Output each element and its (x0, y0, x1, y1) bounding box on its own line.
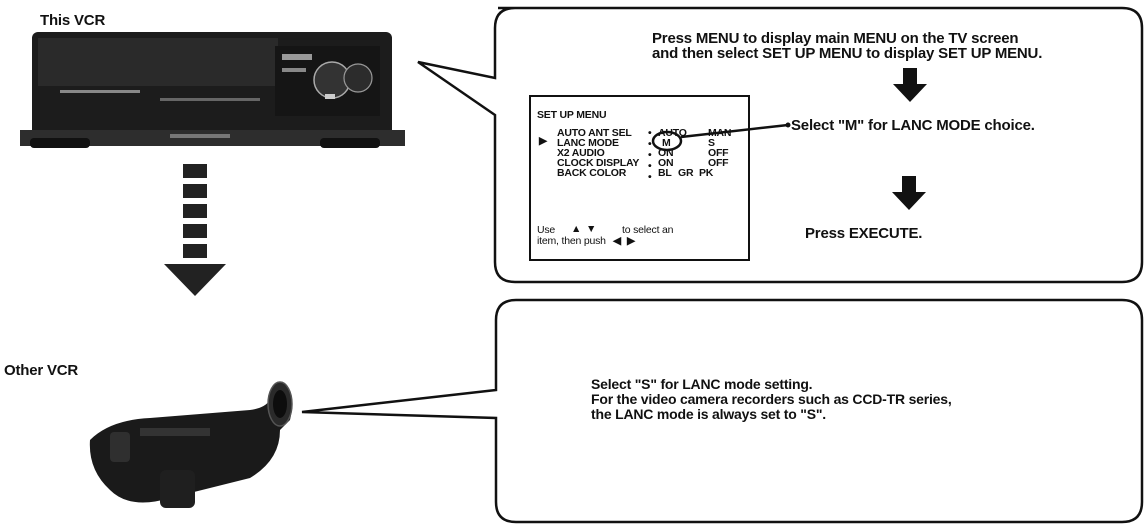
lanc-note-line-1: Select "S" for LANC mode setting. (591, 376, 812, 392)
lanc-note-line-3: the LANC mode is always set to "S". (591, 406, 826, 422)
lanc-note-line-2: For the video camera recorders such as C… (591, 391, 952, 407)
press-execute-instruction: Press EXECUTE. (805, 226, 922, 242)
down-arrow-icon (892, 176, 926, 212)
select-m-instruction: Select "M" for LANC MODE choice. (791, 118, 1035, 134)
